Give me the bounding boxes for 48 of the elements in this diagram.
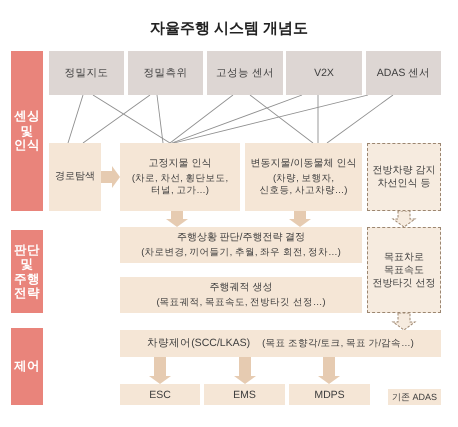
dashed-arrow — [391, 312, 417, 331]
process-box: 경로탐색 — [49, 143, 101, 211]
process-box — [120, 277, 362, 313]
connector-line — [250, 94, 314, 144]
heading-text: 차량제어(SCC/LKAS) — [147, 337, 250, 350]
dashed-arrow — [391, 210, 417, 228]
connector-line — [174, 94, 368, 144]
connector-line — [172, 94, 302, 144]
process-box — [245, 143, 362, 211]
dashed-box: 전방차량 감지 차선인식 등 — [367, 143, 441, 211]
connector-line — [170, 94, 234, 144]
connector-line — [326, 94, 394, 144]
sensor-box: 정밀측위 — [128, 51, 203, 95]
sensor-box: ADAS 센서 — [366, 51, 441, 95]
heading-text: 고정지물 인식 — [148, 157, 212, 170]
category-bar: 판단 및 주행 전략 — [11, 230, 43, 313]
output-box: EMS — [204, 384, 285, 405]
dashed-box: 목표차로 목표속도 전방타깃 선정 — [367, 227, 441, 313]
block-arrow — [289, 211, 311, 227]
category-bar: 센싱 및 인식 — [11, 51, 43, 211]
process-box — [120, 330, 441, 357]
sensor-box: 정밀지도 — [49, 51, 124, 95]
sensor-box: V2X — [286, 51, 362, 95]
connector-line — [92, 94, 170, 144]
category-bar: 제어 — [11, 328, 43, 405]
process-box — [120, 227, 362, 263]
sensor-box: 고성능 센서 — [207, 51, 283, 95]
connector-line — [82, 94, 150, 144]
block-arrow — [149, 357, 171, 384]
block-arrow — [101, 166, 120, 188]
detail-text: (차로변경, 끼어들기, 추월, 좌우 회전, 정차…) — [141, 247, 341, 259]
connector-line — [68, 94, 84, 144]
heading-text: 주행궤적 생성 — [210, 281, 272, 294]
process-box — [120, 143, 240, 211]
output-box: MDPS — [289, 384, 370, 405]
detail-text: (차로, 차선, 횡단보도, 터널, 고가…) — [130, 173, 230, 197]
heading-text: 변동지물/이동물체 인식 — [250, 157, 356, 170]
detail-text: (차량, 보행자, 신호등, 사고차량…) — [258, 173, 348, 197]
note-box: 기존 ADAS — [388, 389, 441, 405]
block-arrow — [318, 357, 340, 384]
title: 자율주행 시스템 개념도 — [150, 20, 308, 38]
output-box: ESC — [120, 384, 200, 405]
block-arrow — [234, 357, 256, 384]
detail-text: (목표 조향각/토크, 목표 가/감속…) — [262, 338, 414, 350]
detail-text: (목표궤적, 목표속도, 전방타깃 선정…) — [156, 297, 326, 309]
heading-text: 주행상황 판단/주행전략 결정 — [176, 231, 306, 244]
connector-line — [156, 94, 164, 144]
block-arrow — [166, 211, 188, 227]
